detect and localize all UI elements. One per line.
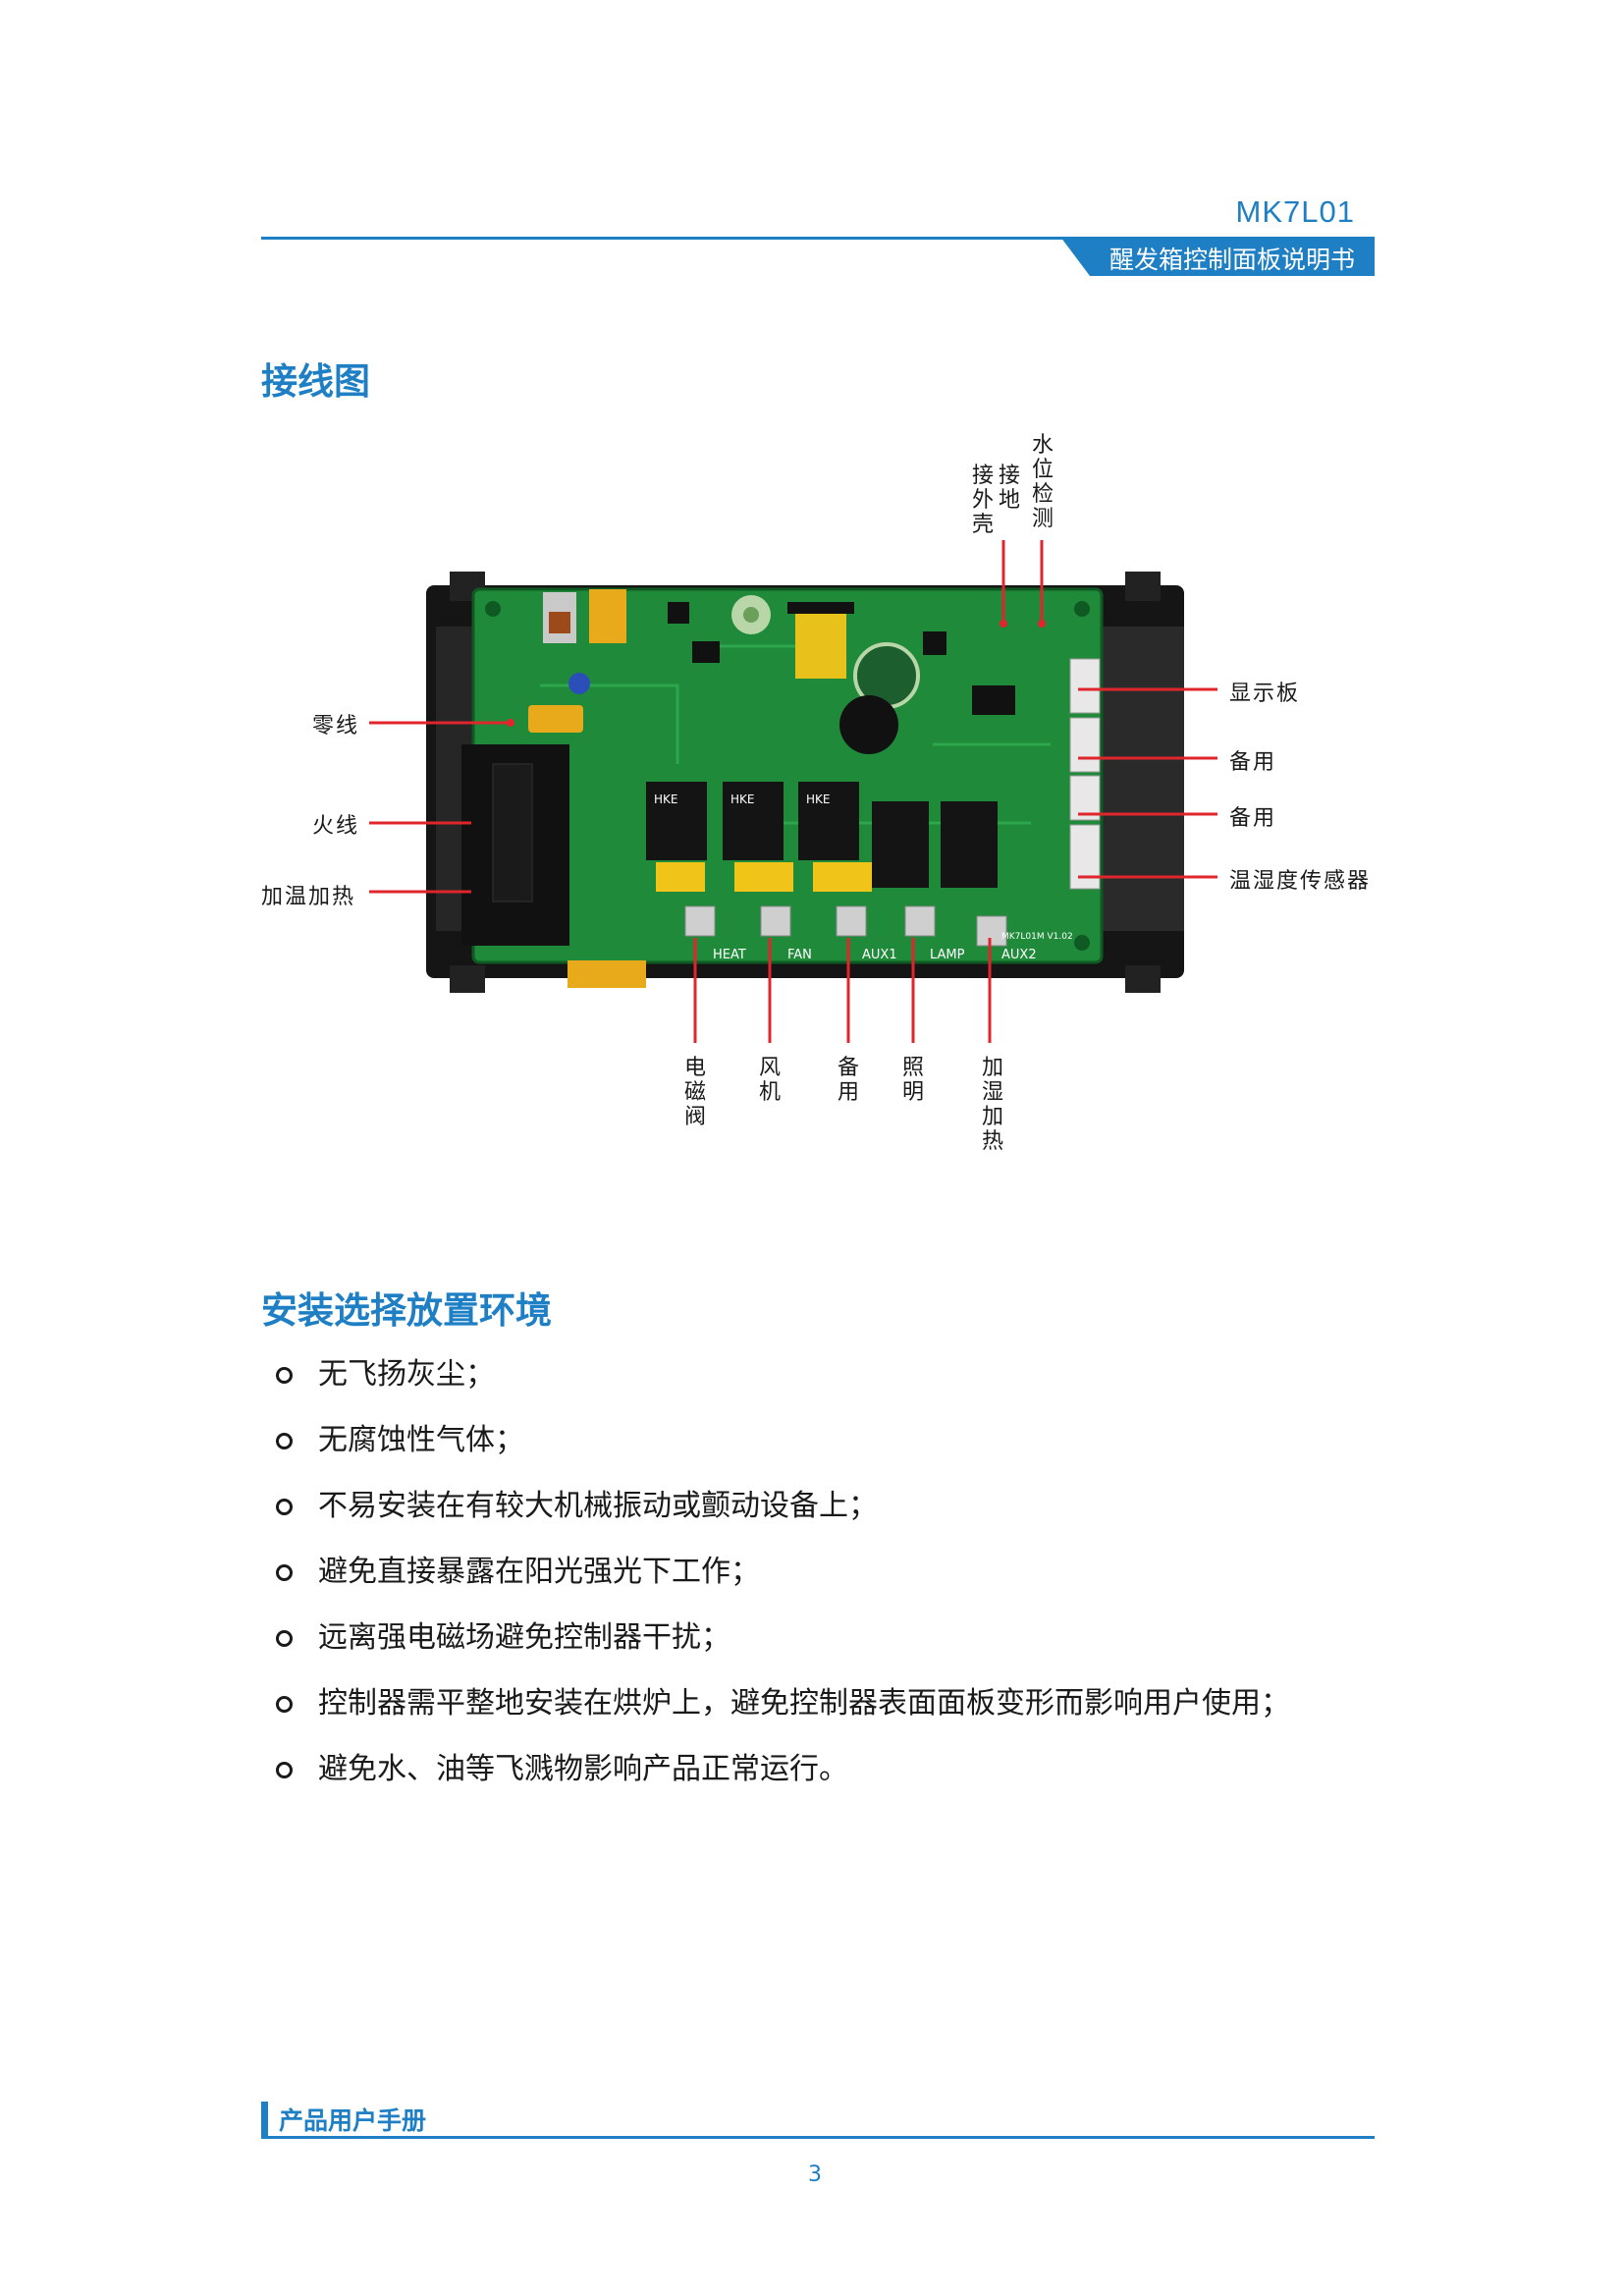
relay-brand-2: HKE xyxy=(730,793,754,806)
silkscreen-aux2: AUX2 xyxy=(1001,948,1037,962)
list-item: 避免水、油等飞溅物影响产品正常运行。 xyxy=(273,1748,1373,1814)
silkscreen-fan: FAN xyxy=(787,948,812,962)
model-number: MK7L01 xyxy=(1235,194,1355,229)
silkscreen-model: MK7L01M V1.02 xyxy=(1001,932,1073,942)
install-section-title: 安装选择放置环境 xyxy=(261,1289,552,1332)
silkscreen-aux1: AUX1 xyxy=(862,948,897,962)
label-solenoid-valve: 电磁阀 xyxy=(683,1056,706,1129)
label-water-level: 水位检测 xyxy=(1031,433,1054,531)
header-rule xyxy=(261,237,1375,240)
install-requirements-list: 无飞扬灰尘； 无腐蚀性气体； 不易安装在有较大机械振动或颤动设备上； 避免直接暴… xyxy=(273,1353,1373,1814)
label-neutral: 零线 xyxy=(312,714,360,738)
footer-rule xyxy=(261,2136,1375,2139)
footer-label: 产品用户手册 xyxy=(279,2106,427,2135)
wiring-section-title: 接线图 xyxy=(261,360,370,403)
bullet-icon xyxy=(276,1499,293,1515)
footer-accent-bar xyxy=(261,2102,268,2136)
list-item: 无飞扬灰尘； xyxy=(273,1353,1373,1419)
leader-lines xyxy=(369,540,1217,1043)
silkscreen-lamp: LAMP xyxy=(930,948,965,962)
relay-brand-3: HKE xyxy=(806,793,830,806)
label-live: 火线 xyxy=(312,814,360,839)
label-spare-1: 备用 xyxy=(1229,750,1277,775)
page-number: 3 xyxy=(808,2162,822,2187)
controller-board-photo: HEAT FAN AUX1 LAMP AUX2 MK7L01M V1.02 HK… xyxy=(426,572,1184,993)
label-spare-2: 备用 xyxy=(1229,806,1277,831)
bullet-icon xyxy=(276,1367,293,1384)
list-item: 避免直接暴露在阳光强光下工作； xyxy=(273,1551,1373,1616)
header-tab xyxy=(1060,237,1375,276)
document-subtitle: 醒发箱控制面板说明书 xyxy=(1108,246,1355,274)
list-item: 不易安装在有较大机械振动或颤动设备上； xyxy=(273,1485,1373,1551)
bullet-icon xyxy=(276,1762,293,1778)
list-item: 无腐蚀性气体； xyxy=(273,1419,1373,1485)
label-humidify-heat: 加湿加热 xyxy=(981,1056,1003,1154)
label-ground-col2: 接地 xyxy=(998,464,1020,513)
bullet-icon xyxy=(276,1433,293,1449)
label-spare-output: 备用 xyxy=(837,1056,859,1105)
label-lighting: 照明 xyxy=(901,1056,924,1105)
bullet-icon xyxy=(276,1630,293,1647)
list-item: 远离强电磁场避免控制器干扰； xyxy=(273,1616,1373,1682)
label-temp-humidity-sensor: 温湿度传感器 xyxy=(1229,869,1372,894)
silkscreen-heat: HEAT xyxy=(713,948,746,962)
relay-brand-1: HKE xyxy=(654,793,677,806)
label-fan: 风机 xyxy=(758,1056,781,1105)
label-display-board: 显示板 xyxy=(1229,682,1301,706)
label-humid-heat: 加温加热 xyxy=(261,885,356,909)
bullet-icon xyxy=(276,1696,293,1713)
label-ground-col1: 接外壳 xyxy=(971,464,994,537)
bullet-icon xyxy=(276,1564,293,1581)
list-item: 控制器需平整地安装在烘炉上，避免控制器表面面板变形而影响用户使用； xyxy=(273,1682,1373,1748)
